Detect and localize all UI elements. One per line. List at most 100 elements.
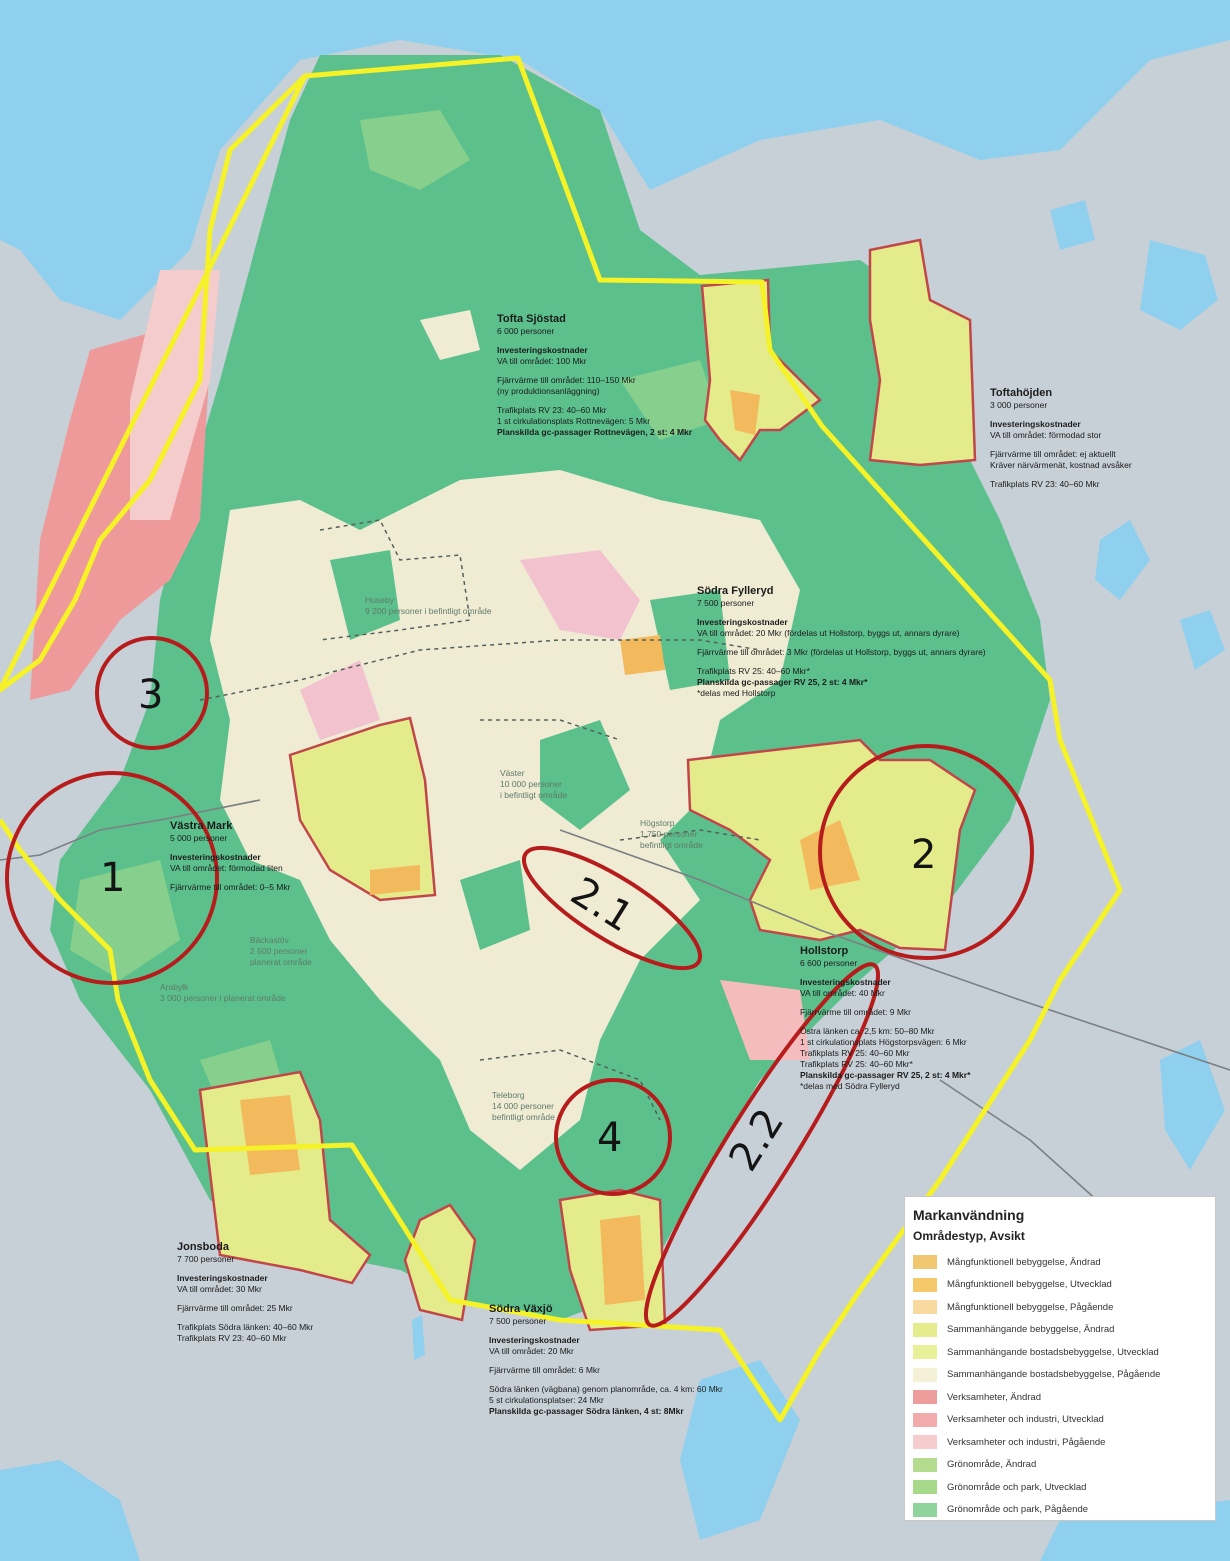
legend-label: Mångfunktionell bebyggelse, Ändrad bbox=[947, 1256, 1101, 1268]
label-line: 7 500 personer bbox=[697, 598, 755, 608]
label-line: 5 st cirkulationsplatser: 24 Mkr bbox=[489, 1395, 604, 1405]
label-line: befintligt område bbox=[492, 1112, 555, 1122]
label-line: Investeringskostnader bbox=[170, 852, 261, 862]
label-gap bbox=[800, 1018, 970, 1026]
marker-3-label: 3 bbox=[138, 672, 164, 718]
label-line: 10 000 personer bbox=[500, 779, 562, 789]
label-line: Huseby bbox=[365, 595, 394, 605]
marker-ring-3 bbox=[95, 636, 209, 750]
label-gap bbox=[170, 844, 290, 852]
label-gap bbox=[489, 1376, 723, 1384]
label-gap bbox=[177, 1295, 313, 1303]
label-line: Trafikplats Södra länken: 40–60 Mkr bbox=[177, 1322, 314, 1332]
label-line: Planskilda gc-passager RV 25, 2 st: 4 Mk… bbox=[697, 677, 868, 687]
marker-1-label: 1 bbox=[100, 855, 126, 901]
label-line: VA till området: 30 Mkr bbox=[177, 1284, 262, 1294]
label-line: Fjärrvärme till området: 6 Mkr bbox=[489, 1365, 600, 1375]
label-line: 1 st cirkulationsplats Högstorpsvägen: 6… bbox=[800, 1037, 967, 1047]
label-gap bbox=[177, 1314, 313, 1322]
legend-label: Grönområde, Ändrad bbox=[947, 1459, 1037, 1471]
label-gap bbox=[990, 471, 1132, 479]
legend-swatch bbox=[913, 1367, 937, 1382]
label-line: planerat område bbox=[250, 957, 312, 967]
label-gap bbox=[697, 639, 986, 647]
mixed-use-areas bbox=[240, 390, 860, 1305]
label-line: Investeringskostnader bbox=[800, 977, 891, 987]
legend-item: Verksamheter och industri, Pågående bbox=[913, 1431, 1207, 1454]
label-line: Väster bbox=[500, 768, 525, 778]
legend-item: Sammanhängande bostadsbebyggelse, Pågåen… bbox=[913, 1364, 1207, 1387]
label-gap bbox=[177, 1265, 313, 1273]
legend-swatch bbox=[913, 1277, 937, 1292]
label-gap bbox=[990, 411, 1132, 419]
label-gap bbox=[497, 337, 692, 345]
legend-swatch bbox=[913, 1390, 937, 1405]
label-line: Investeringskostnader bbox=[489, 1335, 580, 1345]
label-line: VA till området: 20 Mkr bbox=[489, 1346, 574, 1356]
label-line: Fjärrvärme till området: 110–150 Mkr bbox=[497, 375, 636, 385]
label-line: Östra länken ca. 2,5 km: 50–80 Mkr bbox=[800, 1026, 935, 1036]
label-gap bbox=[170, 874, 290, 882]
label-line: 1 750 personer bbox=[640, 829, 698, 839]
label-line: Fjärrvärme till området: 0–5 Mkr bbox=[170, 882, 291, 892]
label-line: Fjärrvärme till området: 9 Mkr bbox=[800, 1007, 911, 1017]
label-line: i befintligt område bbox=[500, 790, 568, 800]
legend-item: Verksamheter, Ändrad bbox=[913, 1386, 1207, 1409]
label-line: Kräver närvärmenät, kostnad avsåker bbox=[990, 460, 1132, 470]
legend-item: Grönområde och park, Pågående bbox=[913, 1499, 1207, 1522]
label-line: Investeringskostnader bbox=[497, 345, 588, 355]
label-line: Trafikplats RV 25: 40–60 Mkr* bbox=[800, 1059, 913, 1069]
label-line: Södra länken (vägbana) genom planområde,… bbox=[489, 1384, 723, 1394]
legend-label: Sammanhängande bebyggelse, Ändrad bbox=[947, 1324, 1115, 1336]
legend-swatch bbox=[913, 1457, 937, 1472]
label-line: Investeringskostnader bbox=[177, 1273, 268, 1283]
municipal-boundary bbox=[0, 55, 1123, 1423]
legend-subtitle: Områdestyp, Avsikt bbox=[913, 1229, 1025, 1243]
label-gap bbox=[697, 658, 986, 666]
label-line: Trafikplats RV 25: 40–60 Mkr bbox=[800, 1048, 910, 1058]
label-gap bbox=[489, 1327, 723, 1335]
legend-label: Verksamheter och industri, Utvecklad bbox=[947, 1414, 1104, 1426]
marker-ring-4 bbox=[554, 1078, 672, 1196]
label-line: 14 000 personer bbox=[492, 1101, 554, 1111]
map-legend: Markanvändning Områdestyp, Avsikt Mångfu… bbox=[904, 1196, 1216, 1521]
legend-title: Markanvändning bbox=[913, 1207, 1025, 1223]
label-line: 3 000 personer i planerat område bbox=[160, 993, 286, 1003]
label-line: Teleborg bbox=[492, 1090, 525, 1100]
label-line: (ny produktionsanläggning) bbox=[497, 386, 600, 396]
legend-swatch bbox=[913, 1345, 937, 1360]
legend-label: Verksamheter, Ändrad bbox=[947, 1391, 1041, 1403]
label-line: Fjärrvärme till området: ej aktuellt bbox=[990, 449, 1116, 459]
marker-ring-2-1 bbox=[521, 845, 703, 971]
label-line: VA till området: 20 Mkr (fördelas ut Hol… bbox=[697, 628, 960, 638]
label-line: befintligt område bbox=[640, 840, 703, 850]
label-gap bbox=[697, 609, 986, 617]
legend-label: Verksamheter och industri, Pågående bbox=[947, 1436, 1106, 1448]
marker-ring-2-2 bbox=[644, 962, 880, 1328]
label-line: Högstorp bbox=[640, 818, 675, 828]
label-line: Trafikplats RV 23: 40–60 Mkr bbox=[990, 479, 1100, 489]
label-line: Planskilda gc-passager Södra länken, 4 s… bbox=[489, 1406, 684, 1416]
label-line: Planskilda gc-passager RV 25, 2 st: 4 Mk… bbox=[800, 1070, 971, 1080]
label-line: Bäckaslöv bbox=[250, 935, 289, 945]
legend-swatch bbox=[913, 1322, 937, 1337]
label-line: Arabylk bbox=[160, 982, 189, 992]
legend-swatch bbox=[913, 1502, 937, 1517]
label-line: VA till området: 100 Mkr bbox=[497, 356, 587, 366]
legend-item: Grönområde och park, Utvecklad bbox=[913, 1476, 1207, 1499]
label-line: VA till området: förmodad liten bbox=[170, 863, 283, 873]
label-line: 9 200 personer i befintligt område bbox=[365, 606, 492, 616]
label-line: Trafikplats RV 23: 40–60 Mkr bbox=[177, 1333, 287, 1343]
legend-label: Grönområde och park, Utvecklad bbox=[947, 1481, 1087, 1493]
marker-ring-1 bbox=[5, 771, 219, 985]
